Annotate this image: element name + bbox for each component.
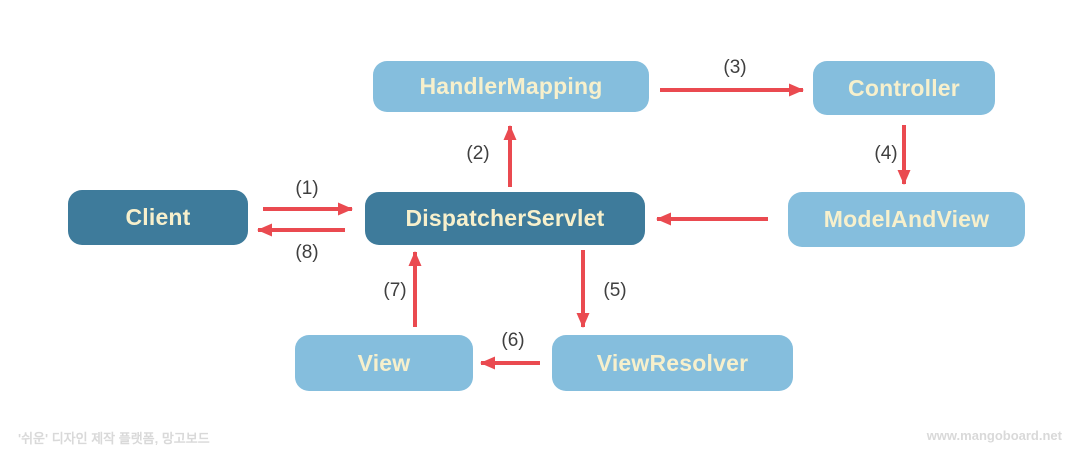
edge-label-step3: (3) <box>723 57 747 78</box>
edge-label-step4: (4) <box>874 143 898 164</box>
edge-label-step7: (7) <box>383 280 407 301</box>
node-controller: Controller <box>813 61 995 115</box>
watermark-platform-tagline: '쉬운' 디자인 제작 플랫폼, 망고보드 <box>18 431 210 446</box>
edge-label-step8: (8) <box>295 242 319 263</box>
edge-label-step2: (2) <box>466 143 490 164</box>
node-model-and-view: ModelAndView <box>788 192 1025 247</box>
node-dispatcher-servlet: DispatcherServlet <box>365 192 645 245</box>
node-client: Client <box>68 190 248 245</box>
edge-label-step6: (6) <box>501 330 525 351</box>
node-view-resolver: ViewResolver <box>552 335 793 391</box>
edge-label-step5: (5) <box>603 280 627 301</box>
node-view: View <box>295 335 473 391</box>
watermark-site-url: www.mangoboard.net <box>926 428 1062 443</box>
edge-label-step1: (1) <box>295 178 319 199</box>
node-handler-mapping: HandlerMapping <box>373 61 649 112</box>
